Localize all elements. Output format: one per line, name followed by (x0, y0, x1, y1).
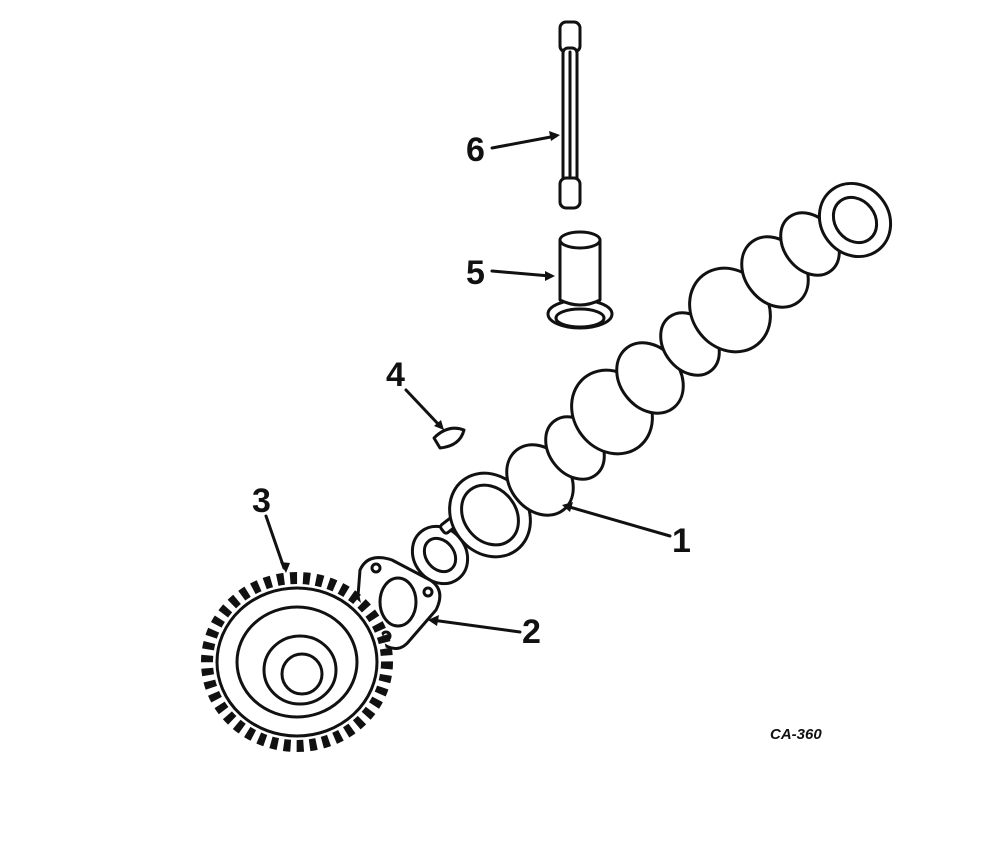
callout-4: 4 (386, 356, 405, 394)
valve-lifter (546, 230, 614, 330)
camshaft-gear (201, 572, 393, 752)
figure-code: CA-360 (770, 726, 822, 743)
camshaft (410, 181, 893, 586)
callout-1: 1 (672, 522, 691, 560)
callout-2: 2 (522, 613, 541, 651)
callout-3: 3 (252, 482, 271, 520)
callout-5: 5 (466, 254, 485, 292)
callout-labels: 6 5 4 1 2 3 (252, 131, 691, 651)
push-rod (558, 20, 582, 210)
leader-lines (264, 131, 672, 634)
woodruff-key (432, 426, 466, 450)
callout-6: 6 (466, 131, 485, 169)
